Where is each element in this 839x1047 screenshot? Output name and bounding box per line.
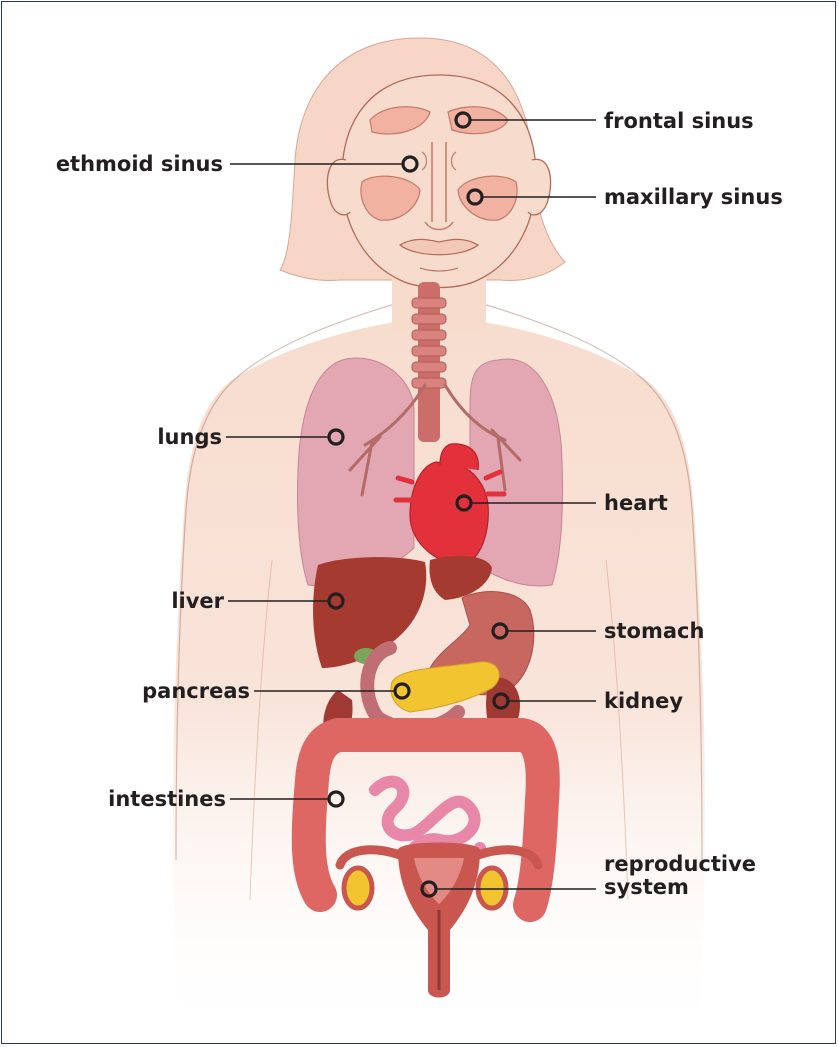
label-pancreas: pancreas: [142, 679, 250, 703]
label-stomach: stomach: [604, 619, 704, 643]
label-maxillary-sinus: maxillary sinus: [604, 185, 783, 209]
lung-left: [297, 358, 414, 586]
label-reproductive-line1: reproductive: [604, 852, 756, 876]
label-frontal-sinus: frontal sinus: [604, 109, 754, 133]
label-reproductive-line2: system: [604, 875, 689, 899]
label-liver: liver: [171, 589, 224, 613]
label-lungs: lungs: [157, 425, 222, 449]
label-ethmoid-sinus: ethmoid sinus: [56, 152, 223, 176]
label-intestines: intestines: [108, 787, 226, 811]
label-kidney: kidney: [604, 689, 683, 713]
label-heart: heart: [604, 491, 668, 515]
ovary-right: [478, 868, 506, 908]
lung-right: [470, 359, 563, 586]
ovary-left: [344, 868, 372, 908]
